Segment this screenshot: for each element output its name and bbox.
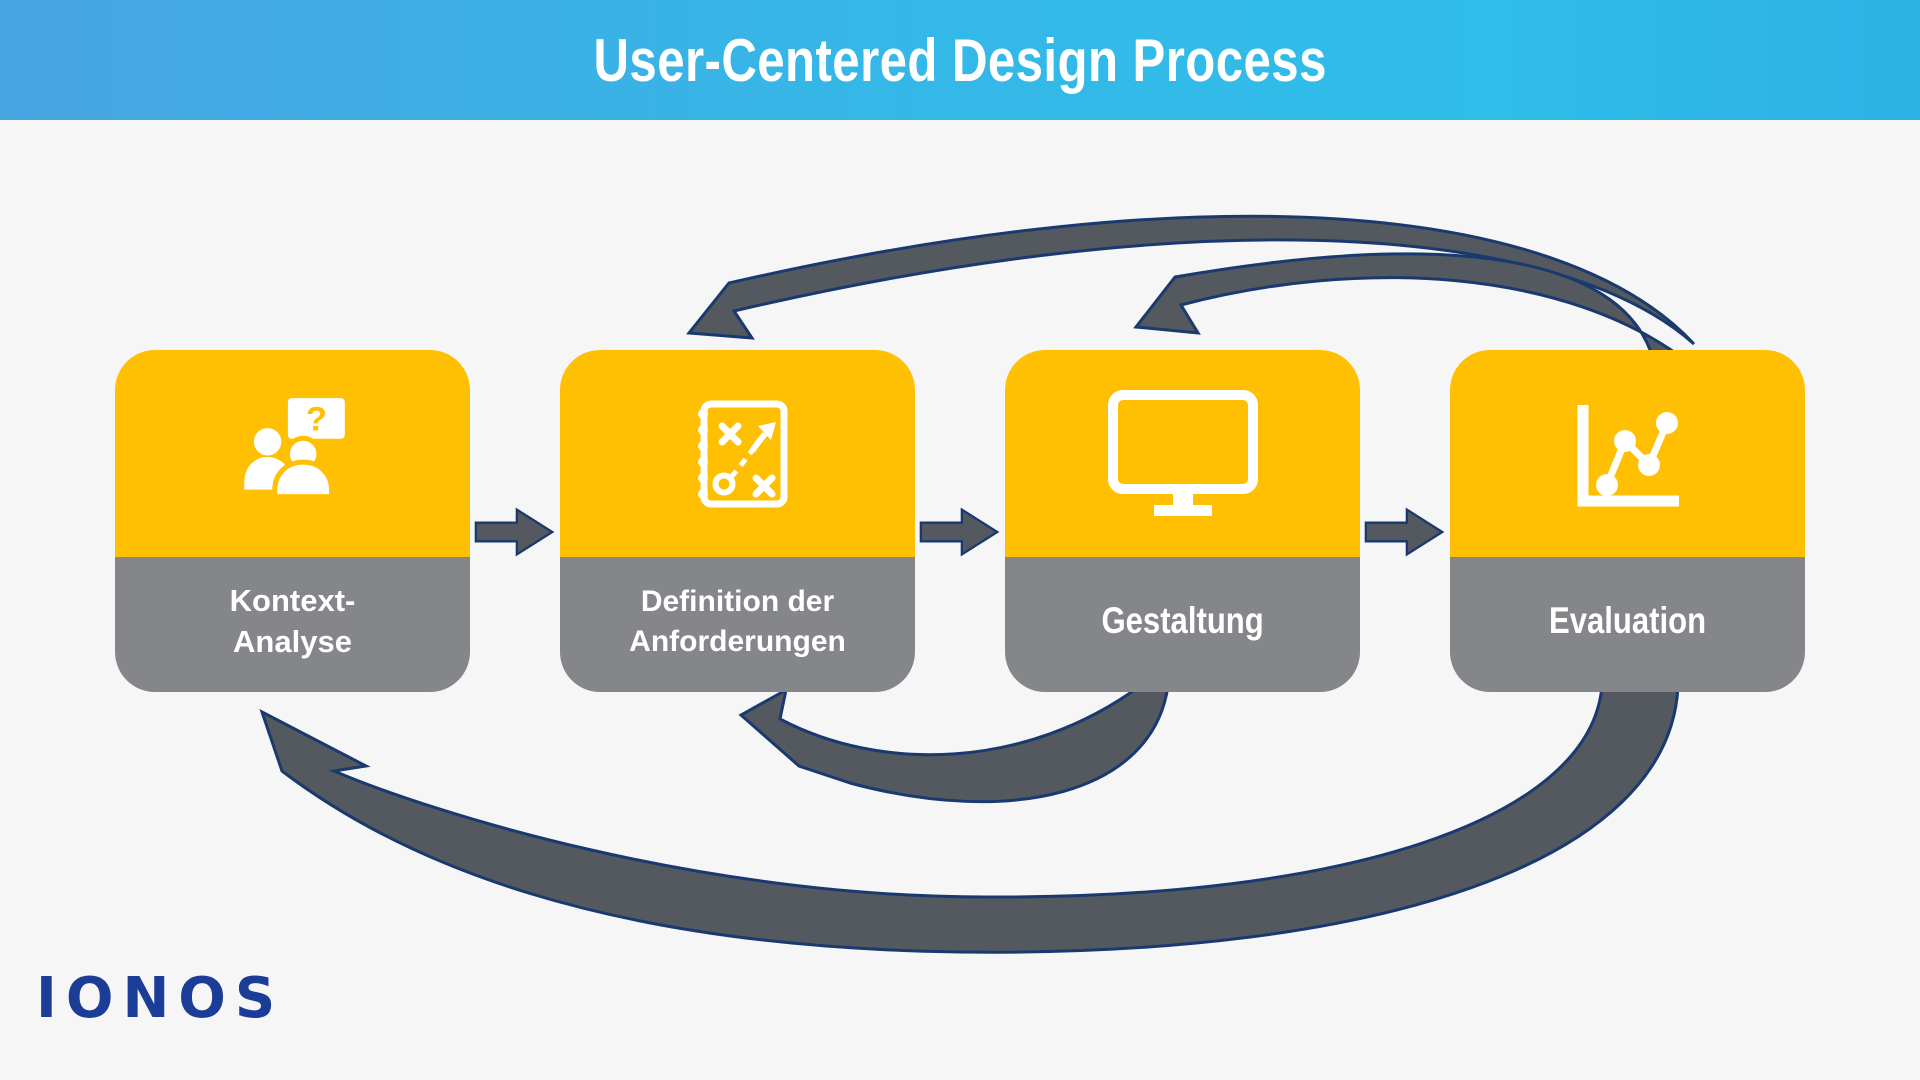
step-label: Definition der Anforderungen <box>629 584 846 658</box>
strategy-plan-icon <box>697 400 787 507</box>
step-label-area: Definition der Anforderungen <box>560 557 915 692</box>
step-icon-area <box>560 350 915 557</box>
arc-evaluation-to-gestaltung-icon <box>1133 252 1693 364</box>
step-icon-area <box>1005 350 1360 557</box>
arc-gestaltung-to-definition-icon <box>738 684 1170 804</box>
line-chart-icon <box>1577 404 1679 506</box>
step-evaluation: Evaluation <box>1450 350 1805 692</box>
step-label-area: Gestaltung <box>1005 557 1360 692</box>
step-icon-area: ? <box>115 350 470 557</box>
step-gestaltung: Gestaltung <box>1005 350 1360 692</box>
question-mark-glyph: ? <box>305 400 326 438</box>
page-title: User-Centered Design Process <box>593 26 1327 94</box>
flow-arrow-3-icon <box>1364 507 1445 557</box>
monitor-icon <box>1107 389 1258 516</box>
step-label: Kontext- Analyse <box>229 582 356 659</box>
step-label-area: Kontext- Analyse <box>115 557 470 692</box>
step-label: Gestaltung <box>1101 600 1264 642</box>
flow-arrow-1-icon <box>474 507 555 557</box>
step-kontext-analyse: ? Kontext- Analyse <box>115 350 470 692</box>
arc-evaluation-to-definition-icon <box>686 214 1696 346</box>
flow-arrow-2-icon <box>919 507 1000 557</box>
step-label: Evaluation <box>1548 600 1707 642</box>
step-icon-area <box>1450 350 1805 557</box>
people-question-icon: ? <box>243 397 345 499</box>
ionos-logo: IONOS <box>36 966 285 1031</box>
step-definition-anforderungen: Definition der Anforderungen <box>560 350 915 692</box>
step-label-area: Evaluation <box>1450 557 1805 692</box>
header-bar: User-Centered Design Process <box>0 0 1920 120</box>
arc-evaluation-to-kontext-icon <box>259 684 1680 954</box>
